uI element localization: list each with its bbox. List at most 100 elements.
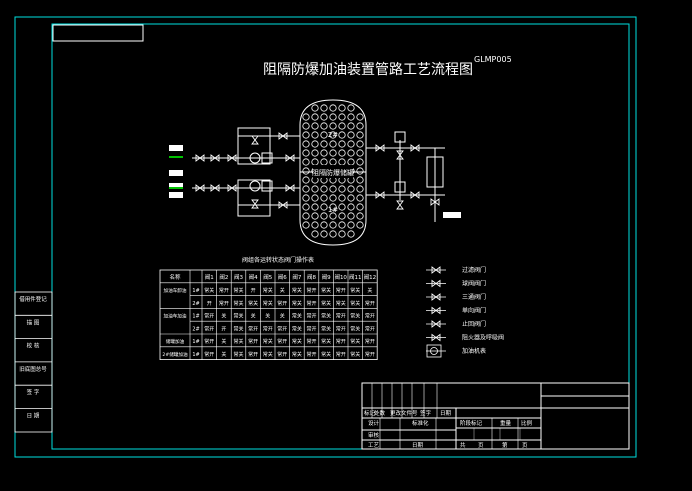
filler-ball: [347, 230, 355, 238]
filler-ball: [311, 212, 319, 220]
filler-ball: [302, 140, 310, 148]
filler-ball: [338, 194, 346, 202]
filler-ball: [338, 221, 346, 229]
table-cell: 常关: [204, 287, 214, 294]
valve-icon: [410, 191, 420, 199]
filler-ball: [302, 194, 310, 202]
legend-label: 止回阀门: [462, 320, 486, 328]
filler-ball: [356, 113, 364, 121]
filler-ball: [320, 122, 328, 130]
table-cell: 常关: [321, 338, 331, 345]
filler-ball: [311, 203, 319, 211]
filler-ball: [311, 104, 319, 112]
lower-compartment-label: 1#: [328, 206, 338, 214]
filler-ball: [329, 158, 337, 166]
valve-icon: [431, 293, 441, 301]
table-cell: 常关: [350, 325, 360, 332]
table-cell: 常关: [321, 313, 331, 320]
valve-icon: [210, 184, 220, 192]
drawing-code: GLMP005: [474, 55, 512, 64]
filler-ball: [329, 221, 337, 229]
meter-icon: [426, 344, 446, 358]
filler-ball: [329, 212, 337, 220]
table-cell: 常关: [292, 287, 302, 294]
filler-ball: [329, 113, 337, 121]
valve-icon: [251, 135, 259, 145]
filler-ball: [347, 158, 355, 166]
filler-ball: [311, 221, 319, 229]
meter-upper: [249, 152, 261, 164]
table-cell: 2#储罐加油: [162, 351, 188, 358]
filler-ball: [320, 140, 328, 148]
title-block: 标记处数更改文件号签字日期设计标准化阶段标记重量比例审核工艺日期共页第页: [361, 382, 630, 450]
filler-ball: [320, 149, 328, 157]
filler-ball: [320, 104, 328, 112]
tank-name: 阻隔防爆储罐: [312, 168, 354, 177]
filler-ball: [356, 140, 364, 148]
table-cell: 常关: [292, 300, 302, 307]
valve-icon: [431, 320, 441, 328]
table-cell: 1#: [192, 352, 199, 358]
pipe-end-3: [169, 183, 183, 189]
valve-icon: [285, 154, 295, 162]
table-cell: 加油车加油: [164, 313, 187, 320]
filler-ball: [347, 122, 355, 130]
table-cell: 常开: [306, 287, 316, 294]
filler-ball: [347, 131, 355, 139]
table-header-cell: 阀6: [278, 273, 288, 281]
filler-ball: [311, 194, 319, 202]
table-header-cell: 名称: [169, 273, 181, 281]
table-header-cell: 阀10: [334, 273, 347, 281]
filler-ball: [329, 140, 337, 148]
table-cell: 常开: [365, 351, 375, 358]
table-cell: 常关: [292, 338, 302, 345]
table-cell: 常关: [292, 351, 302, 358]
safety-valve-icon: [426, 320, 446, 328]
strip-label: 借用件登记: [19, 295, 47, 303]
filler-ball: [338, 131, 346, 139]
filler-ball: [311, 113, 319, 121]
valve-icon: [227, 154, 237, 162]
title-block-text: 共: [460, 441, 466, 449]
table-cell: 常关: [321, 325, 331, 332]
valve-icon: [278, 201, 288, 209]
right-piping: [366, 131, 461, 222]
pump-box-upper: [237, 127, 271, 165]
table-cell: 常关: [233, 313, 243, 320]
table-cell: 1#: [192, 314, 199, 320]
table-cell: 常开: [365, 313, 375, 320]
table-cell: 常开: [306, 351, 316, 358]
table-cell: 常关: [263, 300, 273, 307]
table-cell: 开: [207, 301, 212, 307]
filler-ball: [311, 158, 319, 166]
filler-ball: [356, 194, 364, 202]
tank-filler-pattern: [302, 104, 364, 238]
table-cell: 常关: [350, 287, 360, 294]
legend-label: 阻火器及呼吸阀: [462, 334, 504, 342]
table-cell: 常开: [277, 338, 287, 345]
filler-ball: [356, 158, 364, 166]
filler-ball: [320, 131, 328, 139]
filler-ball: [338, 185, 346, 193]
ball-valve-icon: [426, 279, 446, 288]
table-cell: 常开: [306, 300, 316, 307]
filler-ball: [329, 131, 337, 139]
table-cell: 常关: [321, 351, 331, 358]
legend-label: 加油机表: [462, 347, 486, 355]
filler-ball: [347, 194, 355, 202]
valve-icon: [430, 198, 440, 206]
filler-ball: [338, 113, 346, 121]
table-cell: 常关: [233, 300, 243, 307]
upper-compartment-label: 2#: [328, 131, 338, 139]
meter-lower: [249, 180, 261, 192]
filler-ball: [338, 149, 346, 157]
valve-icon: [431, 266, 441, 274]
filler-ball: [347, 212, 355, 220]
filler-ball: [329, 149, 337, 157]
filler-ball: [302, 149, 310, 157]
filler-ball: [356, 212, 364, 220]
table-cell: 常关: [233, 325, 243, 332]
drawing-number-box: [52, 24, 144, 42]
filler-ball: [320, 212, 328, 220]
valve-icon: [375, 191, 385, 199]
